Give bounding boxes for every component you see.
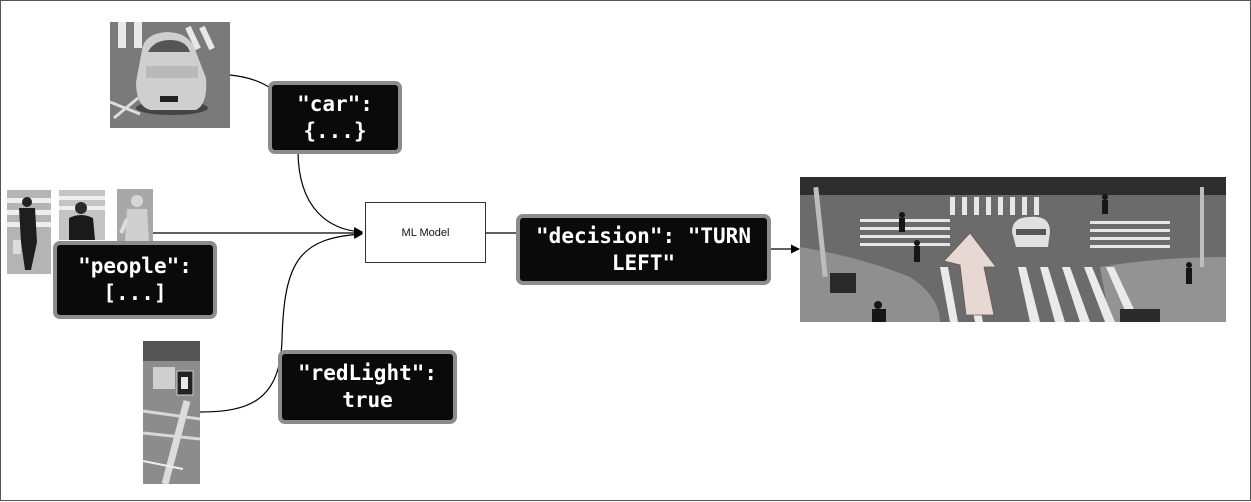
redlight-json-box: "redLight": true	[278, 350, 457, 424]
intersection-scene-photo	[800, 177, 1226, 322]
turn-arrow-overlay	[943, 232, 997, 316]
car-json-box: "car": {...}	[268, 81, 402, 154]
car-photo	[110, 22, 230, 128]
traffic-light-photo	[143, 341, 200, 484]
pedestrian-photo-1	[7, 190, 51, 274]
pedestrian-photo-2	[59, 190, 105, 240]
connector-light-to-model	[199, 230, 363, 413]
ml-model-box: ML Model	[365, 202, 486, 263]
people-json-box: "people": [...]	[53, 241, 217, 319]
pedestrian-photo-3	[117, 189, 153, 241]
decision-json-box: "decision": "TURN LEFT"	[516, 214, 771, 285]
